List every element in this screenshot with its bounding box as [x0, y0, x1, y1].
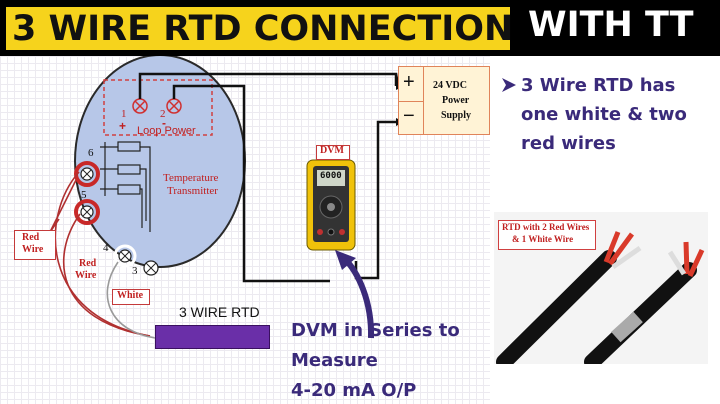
- photo-caption-line2: & 1 White Wire: [512, 234, 574, 244]
- dvm-note-line1: DVM in Series to: [291, 320, 460, 341]
- transmitter-internal-circuit: [100, 141, 151, 232]
- info-note-line3: red wires: [521, 133, 616, 154]
- red-wire-left-line1: Red: [22, 232, 40, 243]
- power-supply: + − 24 VDC Power Supply: [398, 66, 490, 135]
- dvm-arrow-head: [335, 250, 356, 270]
- red-wire-left-line2: Wire: [22, 244, 44, 255]
- white-wire-label: White: [117, 290, 144, 301]
- minus-symbol: -: [162, 116, 166, 130]
- terminal-4: [113, 244, 137, 268]
- title-highlight: 3 WIRE RTD CONNECTION: [6, 7, 514, 50]
- psu-divider-horizontal: [399, 101, 423, 102]
- title-suffix: WITH TT: [528, 5, 694, 45]
- rtd-cable-illustration: [496, 231, 705, 364]
- terminal-5-label: 5: [81, 189, 87, 201]
- psu-line2: Power: [442, 95, 470, 106]
- wiring-diagram-graphics: [45, 56, 404, 339]
- terminal-5: [74, 199, 100, 225]
- terminal-4-label: 4: [103, 242, 109, 254]
- dvm-meter: [306, 159, 356, 251]
- terminal-3: [143, 260, 159, 276]
- rtd-label: 3 WIRE RTD: [179, 304, 260, 320]
- dvm-reading: 6000: [320, 171, 342, 181]
- psu-line1: 24 VDC: [433, 80, 467, 91]
- dvm-note-line2: Measure: [291, 350, 378, 371]
- title-banner: 3 WIRE RTD CONNECTION WITH TT: [0, 0, 720, 56]
- title-text: 3 WIRE RTD CONNECTION: [12, 9, 514, 49]
- dvm-label: DVM: [320, 145, 344, 156]
- terminal-2-label: 2: [160, 108, 166, 120]
- dvm-label-box: [316, 145, 350, 160]
- info-note-line2: one white & two: [521, 104, 687, 125]
- plus-symbol: +: [119, 119, 127, 133]
- red-wire-mid-line2: Wire: [75, 270, 97, 281]
- rtd-cable-photo: RTD with 2 Red Wires & 1 White Wire: [494, 212, 708, 364]
- loop-power-label: Loop Power: [137, 125, 196, 137]
- white-wire: [106, 261, 156, 339]
- white-wire-callout: [112, 289, 150, 305]
- transmitter-label-line1: Temperature: [163, 172, 219, 184]
- psu-minus-label: −: [403, 105, 415, 127]
- transmitter-label-line2: Transmitter: [167, 185, 218, 197]
- terminal-3-label: 3: [132, 265, 138, 277]
- psu-plus-label: +: [403, 71, 415, 93]
- red-wire-mid-line1: Red: [79, 258, 97, 269]
- photo-caption-box: [498, 220, 596, 250]
- terminal-1-label: 1: [121, 108, 127, 120]
- rtd-block: [155, 325, 270, 349]
- photo-caption-line1: RTD with 2 Red Wires: [502, 222, 590, 232]
- terminal-6: [74, 161, 100, 187]
- dvm-note-line3: 4-20 mA O/P: [291, 380, 417, 401]
- psu-line3: Supply: [441, 110, 472, 121]
- transmitter-body: [74, 56, 246, 268]
- loop-power-box: [103, 79, 213, 136]
- psu-divider-vertical: [423, 67, 424, 134]
- chevron-right-icon: [502, 78, 516, 92]
- red-wire-callout-left: [14, 230, 56, 260]
- terminal-6-label: 6: [88, 147, 94, 159]
- info-note-line1: 3 Wire RTD has: [521, 75, 676, 96]
